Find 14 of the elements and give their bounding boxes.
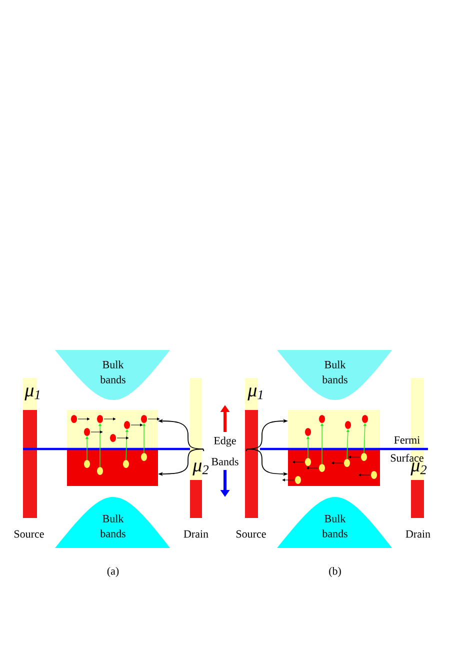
terminal-label: Drain [406,530,430,538]
potential-label: μ$_{2}$ [192,462,209,476]
terminal-label: Drain [184,530,208,538]
panel-label: (a) [107,567,119,577]
band-label: Edge Bands [212,436,238,466]
edge-band-box [288,410,380,486]
fermi-surface-label: Fermi Surface [390,436,424,462]
potential-label: μ$_{1}$ [24,388,40,400]
panel-label: (b) [329,567,341,577]
edge-band-box [67,410,158,486]
terminal-label: Source [14,530,44,538]
potential-label: μ$_{1}$ [248,388,262,400]
terminal-label: Source [236,530,266,538]
potential-label: μ$_{2}$ [410,462,427,476]
